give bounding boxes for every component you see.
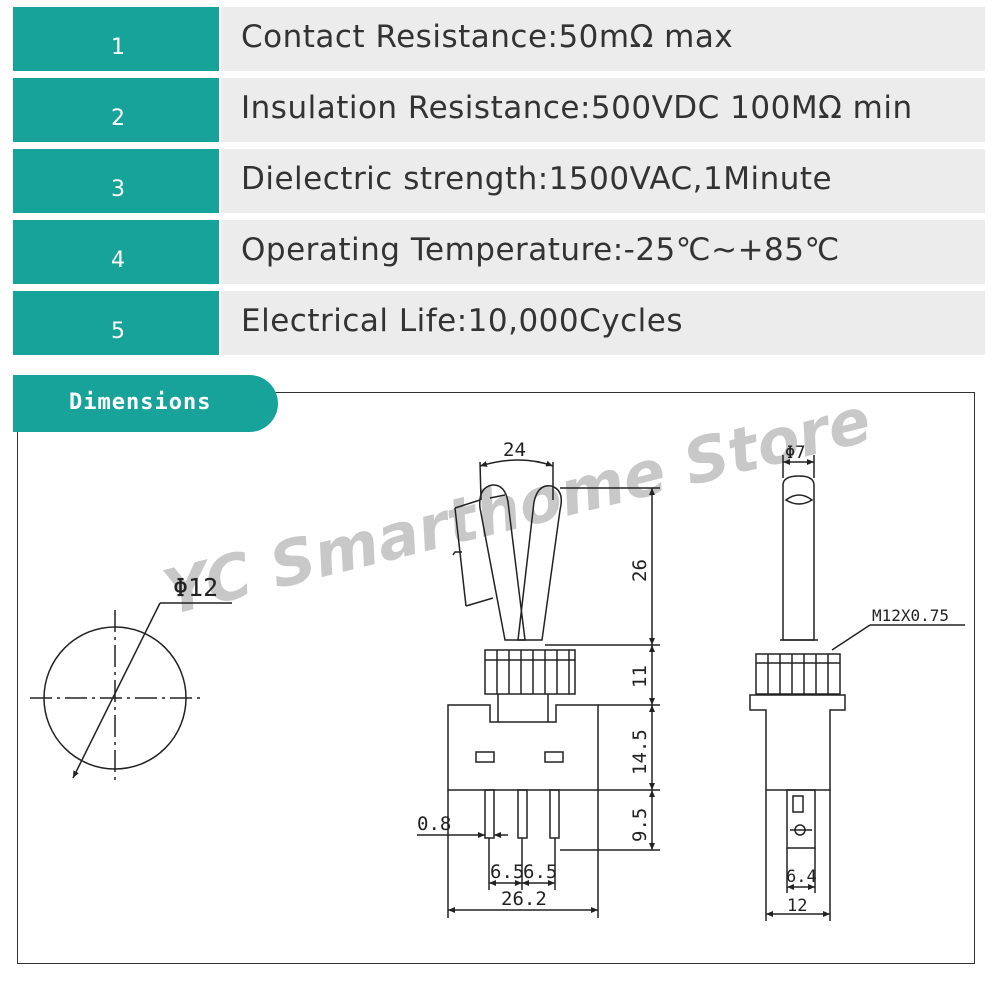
spec-number-cell: 3 bbox=[13, 149, 219, 213]
panel-hole-view bbox=[30, 602, 232, 785]
label-body-width: 26.2 bbox=[501, 888, 547, 910]
spec-number-cell: 1 bbox=[13, 7, 219, 71]
side-lever-tip bbox=[784, 494, 814, 505]
spec-row: 5 Electrical Life:10,000Cycles bbox=[13, 291, 985, 355]
label-terminal-width: 6.4 bbox=[786, 867, 817, 887]
spec-row: 2 Insulation Resistance:500VDC 100MΩ min bbox=[13, 78, 985, 142]
label-bushing-height: 11 bbox=[629, 665, 651, 688]
spec-row: 4 Operating Temperature:-25℃~+85℃ bbox=[13, 220, 985, 284]
spec-text: Operating Temperature:-25℃~+85℃ bbox=[241, 232, 840, 268]
lever-angle-arc bbox=[479, 459, 554, 467]
bushing-nut bbox=[484, 649, 576, 695]
spec-row: 1 Contact Resistance:50mΩ max bbox=[13, 7, 985, 71]
spec-text: Dielectric strength:1500VAC,1Minute bbox=[241, 161, 833, 197]
spec-number-cell: 2 bbox=[13, 78, 219, 142]
side-terminal bbox=[786, 789, 816, 849]
label-hole-diameter: Φ12 bbox=[173, 573, 218, 602]
dimensions-frame bbox=[17, 392, 975, 964]
spec-number-cell: 4 bbox=[13, 220, 219, 284]
spec-text: Insulation Resistance:500VDC 100MΩ min bbox=[241, 90, 913, 126]
spec-text-cell: Operating Temperature:-25℃~+85℃ bbox=[221, 220, 985, 284]
side-body bbox=[749, 694, 846, 791]
label-pitch-left: 6.5 bbox=[490, 861, 524, 883]
tilt-mark bbox=[452, 551, 462, 556]
spec-text-cell: Dielectric strength:1500VAC,1Minute bbox=[221, 149, 985, 213]
spec-number: 4 bbox=[111, 248, 125, 273]
spec-number: 2 bbox=[111, 106, 125, 131]
side-view bbox=[749, 455, 965, 921]
ext-line bbox=[479, 461, 482, 501]
label-lever-diameter: Φ7 bbox=[785, 443, 805, 463]
ext-line bbox=[454, 499, 481, 509]
side-terminal-slot bbox=[792, 795, 804, 813]
label-terminal-length: 9.5 bbox=[629, 808, 651, 842]
spec-row: 3 Dielectric strength:1500VAC,1Minute bbox=[13, 149, 985, 213]
thread-leader bbox=[831, 624, 871, 651]
lever-right bbox=[517, 485, 563, 641]
front-view bbox=[417, 459, 660, 918]
spec-text: Electrical Life:10,000Cycles bbox=[241, 303, 683, 339]
label-terminal-thickness: 0.8 bbox=[417, 813, 451, 835]
label-lever-height: 26 bbox=[629, 559, 651, 582]
spec-number: 1 bbox=[111, 35, 125, 60]
spec-text: Contact Resistance:50mΩ max bbox=[241, 19, 734, 55]
label-thread: M12X0.75 bbox=[872, 606, 949, 625]
label-body-height: 14.5 bbox=[629, 729, 651, 775]
tilt-dim-line bbox=[454, 507, 467, 607]
terminal-right bbox=[549, 789, 560, 839]
label-lever-angle: 24 bbox=[503, 439, 526, 461]
spec-text-cell: Insulation Resistance:500VDC 100MΩ min bbox=[221, 78, 985, 142]
label-pitch-right: 6.5 bbox=[523, 861, 557, 883]
lever-tip-line bbox=[489, 494, 506, 499]
body-slot-left bbox=[475, 751, 495, 763]
dimensions-title: Dimensions bbox=[69, 390, 212, 415]
ext-line bbox=[465, 597, 494, 607]
spec-text-cell: Contact Resistance:50mΩ max bbox=[221, 7, 985, 71]
spec-number: 5 bbox=[111, 319, 125, 344]
spec-text-cell: Electrical Life:10,000Cycles bbox=[221, 291, 985, 355]
spec-number-cell: 5 bbox=[13, 291, 219, 355]
watermark: YC Smarthome Store bbox=[156, 383, 878, 629]
lever-left bbox=[479, 484, 526, 641]
switch-body bbox=[447, 704, 599, 791]
hole-diameter-leader bbox=[72, 602, 161, 779]
side-nut bbox=[755, 653, 841, 695]
terminal-middle bbox=[517, 789, 528, 839]
label-side-width: 12 bbox=[787, 896, 807, 916]
body-slot-right bbox=[544, 751, 564, 763]
spec-number: 3 bbox=[111, 177, 125, 202]
dimensions-tab: Dimensions bbox=[13, 375, 278, 432]
side-lever bbox=[782, 475, 815, 641]
terminal-left bbox=[484, 789, 495, 839]
